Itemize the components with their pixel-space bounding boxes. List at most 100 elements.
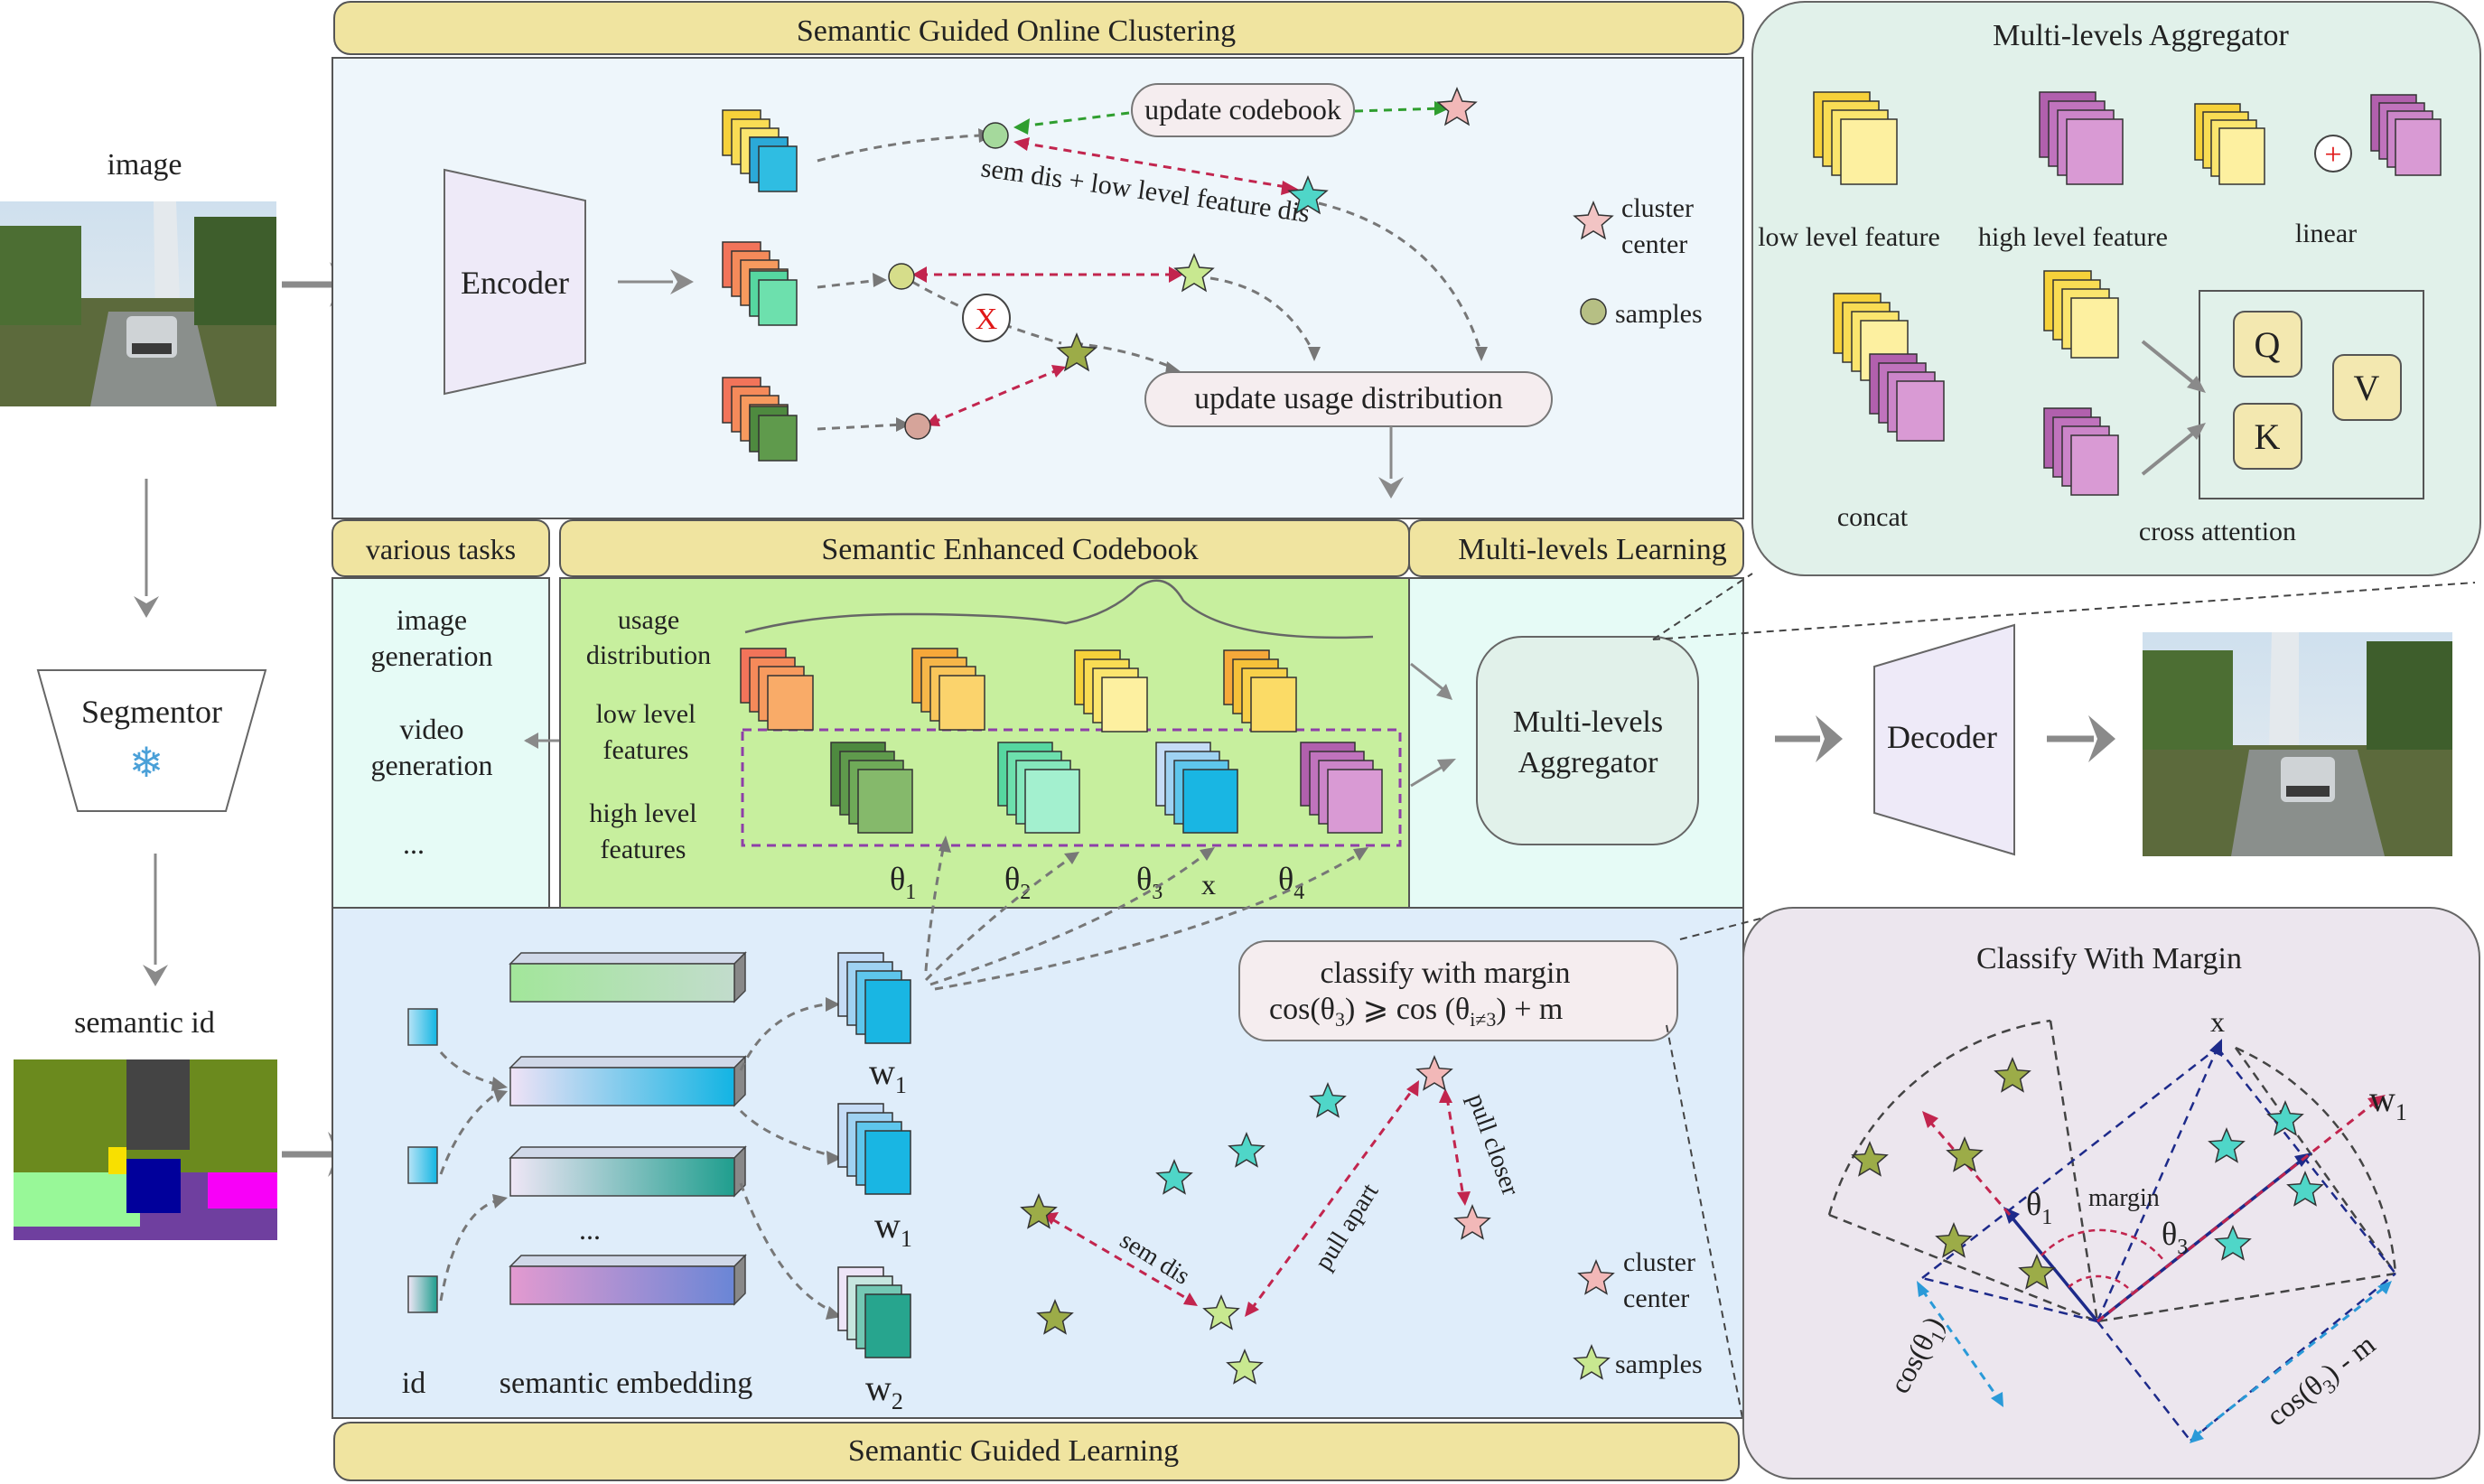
learning-star bbox=[1020, 1193, 1058, 1229]
learning-star bbox=[1226, 1349, 1264, 1385]
margin-star bbox=[2208, 1127, 2246, 1163]
margin-star bbox=[2214, 1225, 2252, 1261]
row-label-high-1: high level bbox=[589, 798, 696, 828]
embedding-bar bbox=[509, 1145, 747, 1198]
plus-icon: + bbox=[2324, 138, 2341, 172]
codebook-usage-2 bbox=[911, 648, 985, 731]
aggregator-line2: Aggregator bbox=[1518, 746, 1659, 779]
margin-panel: Classify With Margin bbox=[1742, 907, 2480, 1479]
row-label-usage-2: distribution bbox=[586, 640, 711, 670]
margin-arc-right bbox=[2235, 1046, 2397, 1274]
cluster-star bbox=[1173, 253, 1215, 293]
legend-cluster-line1: cluster bbox=[1621, 193, 1694, 223]
legend-cluster-star bbox=[1573, 201, 1614, 240]
codebook-usage-1-layer bbox=[767, 675, 814, 731]
theta1-label: θ1 bbox=[2026, 1186, 2052, 1229]
online-markers bbox=[888, 87, 1614, 440]
clustering-arrowheads bbox=[873, 101, 1488, 432]
embedding-bar bbox=[509, 951, 747, 1003]
w-label-2: w1 bbox=[874, 1205, 912, 1252]
encoder-label: Encoder bbox=[461, 265, 569, 301]
decoder-label: Decoder bbox=[1887, 719, 1997, 755]
sample-dot bbox=[888, 263, 915, 290]
aggregator-panel: Multi-levels Aggregator low level featur… bbox=[1751, 1, 2481, 576]
learning-star bbox=[1453, 1204, 1491, 1240]
aggregator-stacks bbox=[1813, 91, 2442, 496]
online-clustering-title: Semantic Guided Online Clustering bbox=[797, 14, 1236, 48]
encoder-block: Encoder bbox=[444, 168, 586, 396]
middle-row: various tasks image generation video gen… bbox=[332, 519, 2452, 909]
update-usage-pill: update usage distribution bbox=[1144, 371, 1553, 427]
codebook-usage-3-layer bbox=[1101, 677, 1148, 733]
margin-label: margin bbox=[2088, 1184, 2160, 1212]
agg-cross-low bbox=[2043, 270, 2119, 359]
id-label: id bbox=[402, 1367, 425, 1400]
agg-high bbox=[2039, 91, 2124, 185]
projection-lines bbox=[1921, 1047, 2396, 1442]
margin-star bbox=[2018, 1254, 2056, 1290]
task-2-line1: video bbox=[399, 713, 463, 745]
codebook-high-1 bbox=[830, 742, 913, 834]
low-level-feature-label: low level feature bbox=[1758, 222, 1940, 252]
theta-1: θ1 bbox=[890, 861, 916, 904]
classify-title: classify with margin bbox=[1321, 957, 1571, 990]
codebook-title: Semantic Enhanced Codebook bbox=[821, 533, 1198, 566]
k-box bbox=[2233, 403, 2302, 470]
id-cubes bbox=[407, 1008, 438, 1313]
margin-star bbox=[2286, 1171, 2324, 1207]
margin-star bbox=[1935, 1222, 1973, 1258]
online-clustering-section: Semantic Guided Online Clustering Encode… bbox=[332, 1, 1744, 519]
codebook-usage-4-layer bbox=[1250, 677, 1297, 733]
margin-star bbox=[1994, 1057, 2031, 1093]
learning-star bbox=[1036, 1299, 1074, 1335]
weight-stack-3 bbox=[837, 1266, 911, 1358]
agg-low-layer bbox=[1840, 118, 1898, 185]
learning-star bbox=[1415, 1055, 1453, 1091]
codebook-usage-1 bbox=[740, 648, 814, 731]
input-image bbox=[0, 201, 276, 406]
attention-box bbox=[2199, 290, 2424, 499]
learning-star bbox=[1228, 1132, 1265, 1168]
usage-distribution-curve bbox=[744, 579, 1374, 639]
k-label: K bbox=[2255, 416, 2281, 457]
margin-panel-title: Classify With Margin bbox=[1976, 942, 2242, 975]
learning-star bbox=[1155, 1159, 1193, 1195]
margin-star bbox=[1851, 1141, 1889, 1177]
margin-stars bbox=[1851, 1057, 2324, 1290]
segmentor-label: Segmentor bbox=[81, 694, 222, 730]
weight-stack-2 bbox=[837, 1103, 911, 1195]
q-box bbox=[2233, 311, 2302, 378]
decoder-block: Decoder bbox=[1873, 623, 2015, 856]
feature-stack-2b-layer bbox=[758, 279, 798, 326]
agg-linear-low-layer bbox=[2218, 127, 2265, 185]
reject-mark: X bbox=[962, 294, 1011, 342]
learning-legend-samples: samples bbox=[1615, 1349, 1703, 1379]
agg-linear-high-layer bbox=[2395, 118, 2442, 176]
high-level-feature-label: high level feature bbox=[1978, 222, 2168, 252]
feature-stack-3b bbox=[749, 406, 798, 462]
semantic-id-map bbox=[14, 1059, 277, 1240]
x-vector-label: x bbox=[2210, 1005, 2225, 1038]
cross-attention-label: cross attention bbox=[2139, 517, 2296, 546]
weight-stack-2-layer bbox=[864, 1130, 911, 1195]
output-image bbox=[2143, 632, 2452, 856]
agg-linear-high bbox=[2370, 94, 2442, 176]
semantic-id-label: semantic id bbox=[74, 1006, 215, 1040]
row-label-usage-1: usage bbox=[618, 605, 679, 635]
agg-cross-low-layer bbox=[2070, 297, 2119, 359]
agg-cross-high-layer bbox=[2070, 434, 2119, 496]
cluster-star bbox=[1056, 332, 1097, 372]
margin-star bbox=[1946, 1136, 1984, 1172]
linear-label: linear bbox=[2295, 219, 2357, 248]
embedding-bars bbox=[509, 951, 747, 1306]
task-1-line2: generation bbox=[370, 639, 492, 672]
tasks-banner bbox=[332, 519, 550, 577]
plus-sign: + bbox=[2314, 135, 2352, 173]
v-box bbox=[2332, 354, 2402, 421]
codebook-high-3-layer bbox=[1182, 769, 1238, 834]
theta-labels: θ1 θ2 θ3 θ4 x bbox=[890, 861, 1304, 904]
margin-angle-arc bbox=[2040, 1228, 2164, 1261]
legend-cluster-line2: center bbox=[1621, 229, 1687, 259]
cos-arrowheads bbox=[1917, 1281, 2392, 1443]
